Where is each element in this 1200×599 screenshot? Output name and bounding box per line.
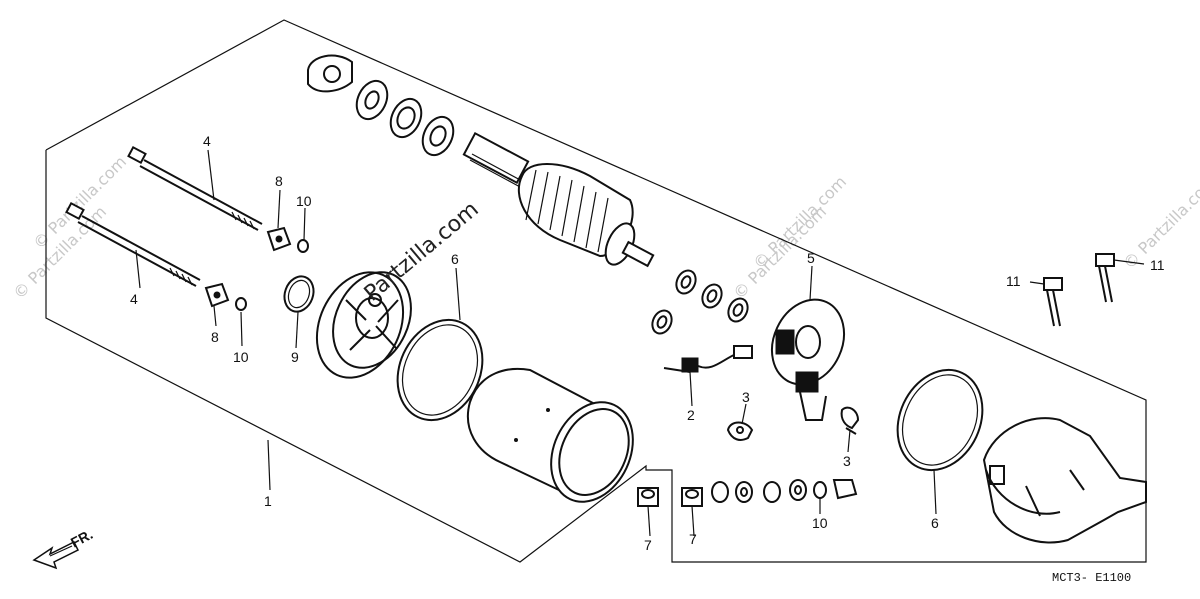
lock-plate-lower-icon — [204, 282, 230, 308]
callout-8-upper: 8 — [275, 173, 283, 189]
callout-labels: 4 4 8 10 8 10 9 6 1 5 2 3 3 6 7 7 10 11 … — [130, 133, 1165, 553]
callout-6-right: 6 — [931, 515, 939, 531]
callout-10-bottom: 10 — [812, 515, 828, 531]
callout-7-right: 7 — [689, 531, 697, 547]
diagram-code: MCT3- E1100 — [1052, 571, 1131, 585]
leader-lines — [135, 149, 1145, 537]
thrust-washer-top-1-icon — [355, 79, 389, 121]
lock-washer-top-icon — [307, 54, 353, 93]
callout-11-left: 11 — [1006, 273, 1021, 289]
callout-5: 5 — [807, 250, 815, 266]
front-cover-icon — [315, 271, 412, 379]
callout-8-lower: 8 — [211, 329, 219, 345]
yoke-housing-icon — [467, 367, 634, 503]
o-ring-small-icon — [283, 275, 315, 313]
terminal-washer-row-icon — [681, 479, 858, 507]
lock-plate-upper-icon — [266, 226, 292, 252]
callout-9: 9 — [291, 349, 299, 365]
callout-10-lower: 10 — [233, 349, 249, 365]
thrust-washer-top-2-icon — [389, 97, 423, 139]
callout-1: 1 — [264, 493, 272, 509]
armature-icon — [462, 131, 655, 268]
assembly-outline — [45, 19, 1147, 563]
washer-lower-icon — [235, 297, 247, 311]
front-direction-arrow-icon: FR. — [32, 526, 95, 570]
brush-holder-icon — [771, 298, 845, 421]
callout-4-lower: 4 — [130, 291, 138, 307]
watermark-faint-4: © Partzilla.com — [749, 172, 850, 273]
callout-7-left: 7 — [644, 537, 652, 553]
callout-3-left: 3 — [742, 389, 750, 405]
callout-11-right: 11 — [1150, 257, 1165, 273]
callout-2: 2 — [687, 407, 695, 423]
callout-4-upper: 4 — [203, 133, 211, 149]
terminal-brush-icon — [663, 345, 753, 373]
o-ring-right-icon — [896, 368, 984, 472]
brush-spring-clip-left-icon — [726, 421, 754, 441]
washer-upper-icon — [297, 239, 309, 253]
mounting-bolt-left-icon — [1043, 277, 1063, 327]
watermark-center: Partzilla.com — [360, 197, 484, 307]
o-ring-left-icon — [396, 318, 484, 422]
callout-3-right: 3 — [843, 453, 851, 469]
callout-6-left: 6 — [451, 251, 459, 267]
callout-10-upper: 10 — [296, 193, 312, 209]
flange-nut-left-icon — [637, 487, 659, 507]
rear-cover-icon — [982, 417, 1147, 544]
shim-washers-icon — [651, 269, 749, 335]
mounting-bolt-right-icon — [1095, 253, 1115, 303]
brush-spring-clip-right-icon — [840, 406, 860, 435]
thrust-washer-top-3-icon — [421, 115, 455, 157]
through-bolt-upper-icon — [127, 145, 263, 231]
